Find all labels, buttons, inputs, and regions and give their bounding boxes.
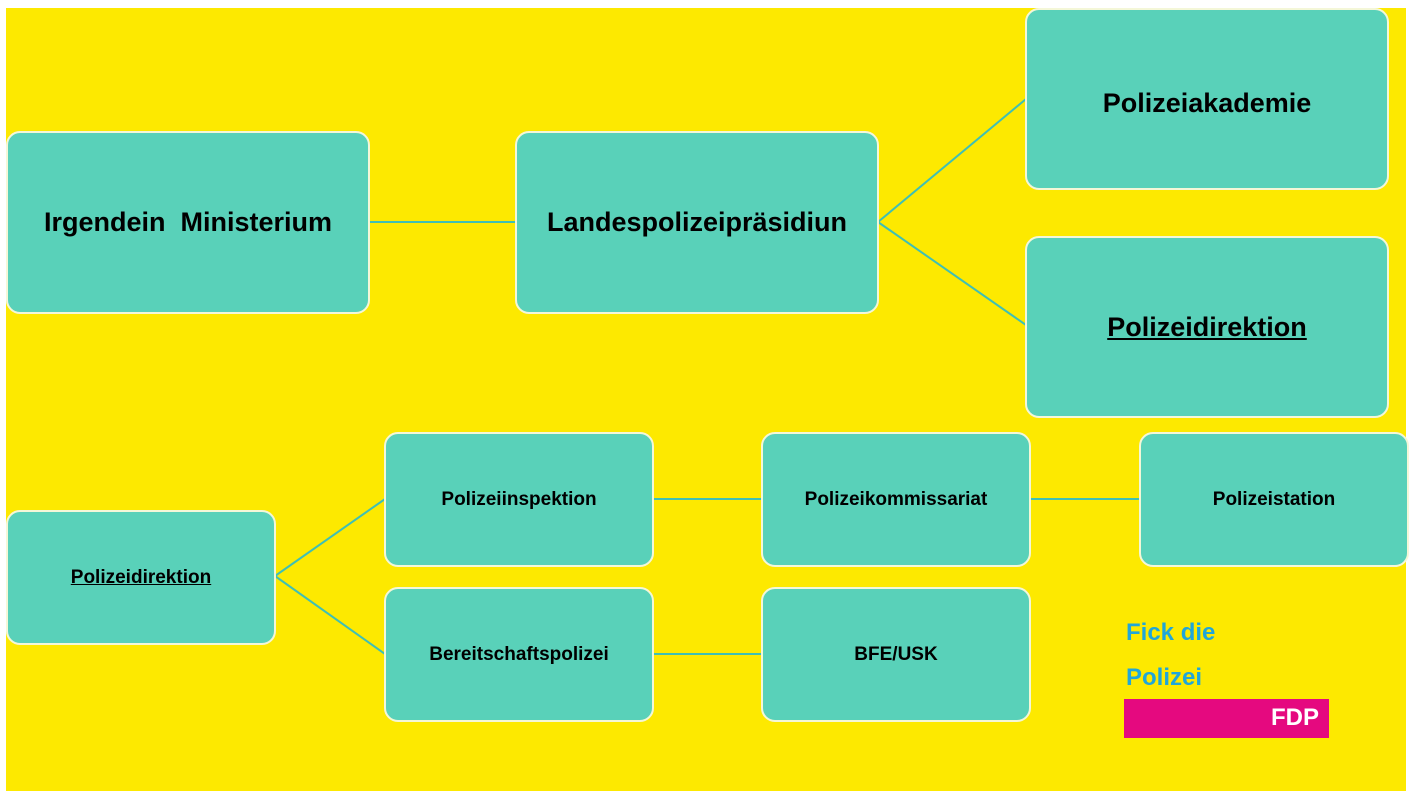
node-inspektion-label: Polizeiinspektion [441, 488, 597, 510]
node-kommissariat: Polizeikommissariat [761, 432, 1031, 567]
connector-landespolizei-direktion [877, 221, 1027, 326]
node-bereitschaft: Bereitschaftspolizei [384, 587, 654, 722]
node-ministerium: Irgendein Ministerium [6, 131, 370, 314]
node-station-label: Polizeistation [1212, 488, 1336, 510]
node-direktion-top-label: Polizeidirektion [1107, 311, 1307, 342]
logo-bar: FDP [1124, 699, 1329, 738]
node-akademie-label: Polizeiakademie [1102, 88, 1312, 118]
connector-direktion-inspektion [274, 498, 386, 577]
node-inspektion: Polizeiinspektion [384, 432, 654, 567]
node-kommissariat-label: Polizeikommissariat [804, 488, 988, 510]
node-landespolizei: Landespolizeipräsidiun [515, 131, 879, 314]
logo-text-line2: Polizei [1126, 664, 1203, 691]
node-station: Polizeistation [1139, 432, 1409, 567]
node-direktion-top: Polizeidirektion [1025, 236, 1389, 418]
node-direktion-bottom-label: Polizeidirektion [70, 566, 212, 588]
node-ministerium-label: Irgendein Ministerium [43, 207, 333, 237]
node-direktion-bottom: Polizeidirektion [6, 510, 276, 645]
logo-text-line1: Fick die [1126, 619, 1216, 646]
node-bfe: BFE/USK [761, 587, 1031, 722]
connector-direktion-bereitschaft [274, 575, 386, 655]
node-bfe-label: BFE/USK [854, 643, 938, 665]
node-bereitschaft-label: Bereitschaftspolizei [429, 643, 609, 665]
node-landespolizei-label: Landespolizeipräsidiun [546, 207, 848, 237]
connector-landespolizei-akademie [877, 98, 1027, 223]
logo-party-label: FDP [1271, 704, 1319, 731]
node-akademie: Polizeiakademie [1025, 8, 1389, 190]
